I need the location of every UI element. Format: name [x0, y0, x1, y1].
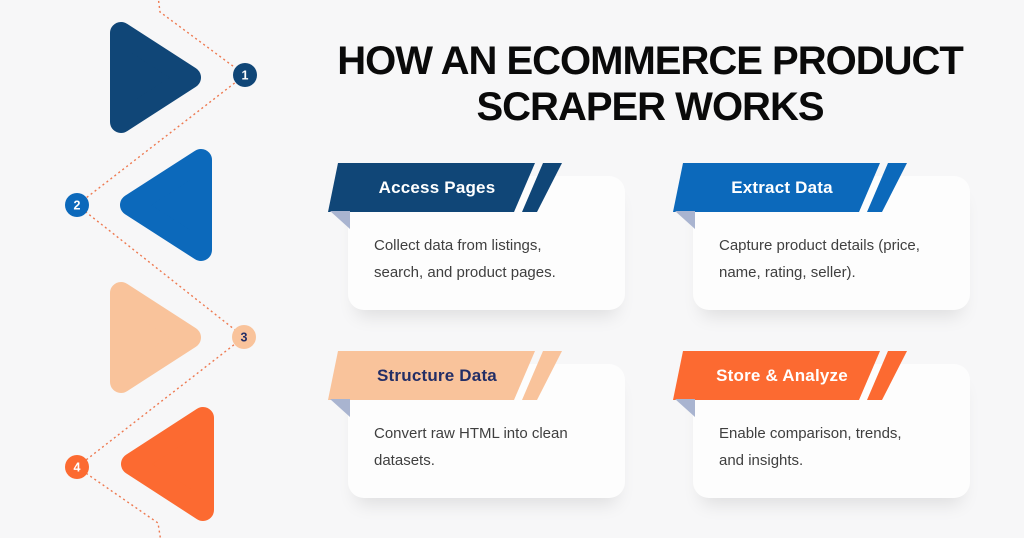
ribbon-banner-shape: [673, 351, 880, 400]
step-badge-4: 4: [65, 455, 89, 479]
ribbon-fold-shape: [330, 211, 350, 229]
card-ribbon: Extract Data: [673, 163, 907, 229]
ribbon-fold-shape: [675, 211, 695, 229]
step-card-access-pages: Access Pages Collect data from listings,…: [328, 163, 625, 310]
step-heading: Store & Analyze: [716, 365, 848, 385]
step-heading: Structure Data: [377, 365, 497, 385]
step-description: Enable comparison, trends, and insights.: [719, 425, 902, 469]
step-description: Capture product details (price, name, ra…: [719, 237, 920, 281]
ribbon-banner-shape: [673, 163, 880, 212]
card-ribbon: Access Pages: [328, 163, 562, 229]
ribbon-fold-shape: [675, 399, 695, 417]
step-card-store-analyze: Store & Analyze Enable comparison, trend…: [673, 351, 970, 498]
dotted-connector-line: [75, 0, 247, 538]
step-heading: Access Pages: [378, 177, 496, 197]
card-ribbon: Structure Data: [328, 351, 562, 417]
page-title-line-2: SCRAPER WORKS: [476, 85, 824, 129]
step-description: Collect data from listings, search, and …: [374, 237, 556, 281]
ribbon-banner-shape: [328, 163, 535, 212]
svg-text:3: 3: [241, 331, 248, 345]
step-card-structure-data: Structure Data Convert raw HTML into cle…: [328, 351, 625, 498]
step-card-extract-data: Extract Data Capture product details (pr…: [673, 163, 970, 310]
page-title: HOW AN ECOMMERCE PRODUCT SCRAPER WORKS: [300, 38, 1000, 130]
triangle-step-3-icon: [110, 282, 201, 393]
triangle-step-4-icon: [121, 407, 214, 521]
svg-text:1: 1: [242, 69, 249, 83]
step-badge-1: 1: [233, 63, 257, 87]
card-ribbon: Store & Analyze: [673, 351, 907, 417]
triangle-step-1-icon: [110, 22, 201, 133]
svg-text:2: 2: [74, 199, 81, 213]
step-flow-graphic: 1 2 3 4: [65, 0, 257, 538]
triangle-step-2-icon: [120, 149, 212, 261]
step-heading: Extract Data: [731, 177, 833, 197]
page-title-line-1: HOW AN ECOMMERCE PRODUCT: [337, 39, 964, 83]
step-badge-3: 3: [232, 325, 256, 349]
svg-text:4: 4: [74, 461, 81, 475]
ribbon-banner-shape: [328, 351, 535, 400]
step-badge-2: 2: [65, 193, 89, 217]
ribbon-fold-shape: [330, 399, 350, 417]
step-description: Convert raw HTML into clean datasets.: [374, 425, 568, 469]
